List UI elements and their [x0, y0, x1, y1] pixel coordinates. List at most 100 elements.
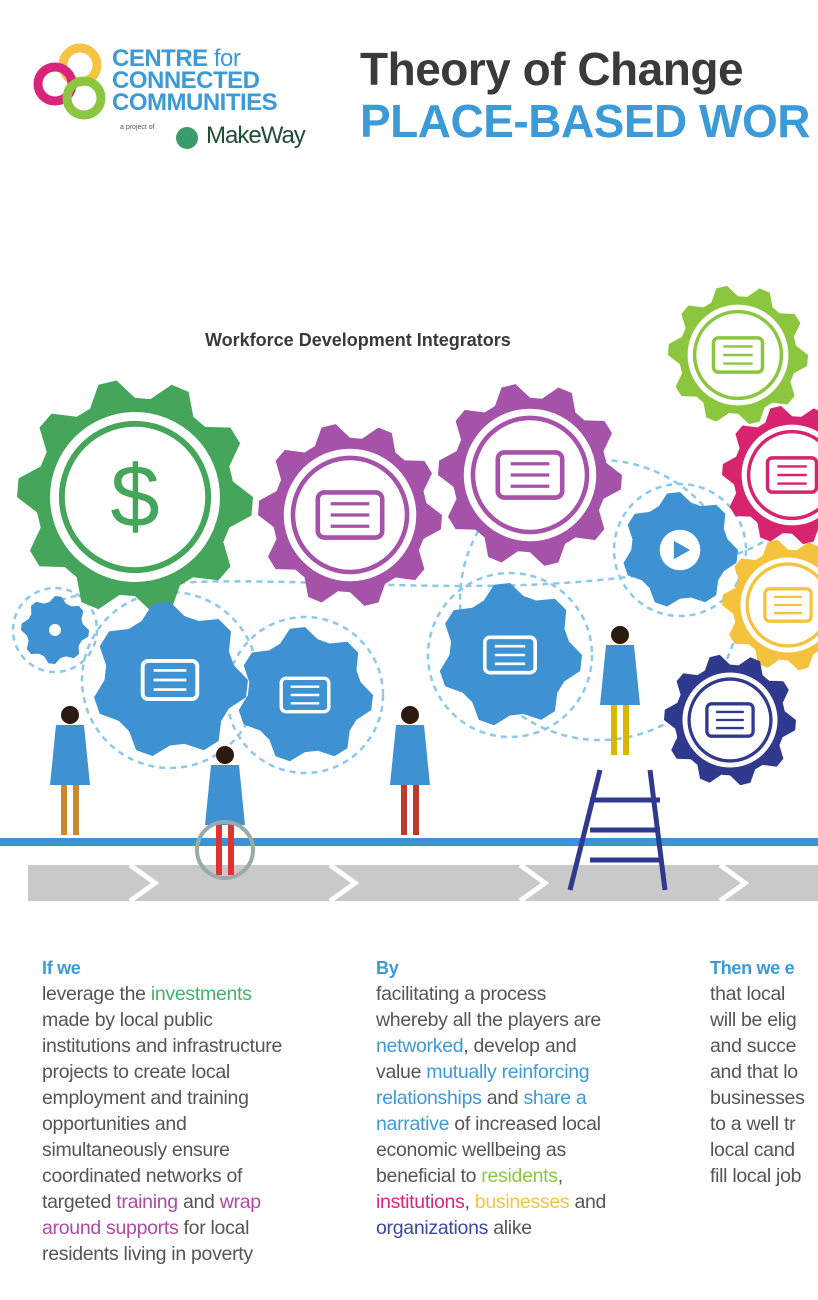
- key-icon: [711, 336, 765, 374]
- body-text: beneficial to: [376, 1165, 482, 1187]
- column-heading: Then we e: [710, 958, 795, 978]
- body-text: ,: [464, 1191, 475, 1213]
- highlighted-term: training: [116, 1191, 178, 1213]
- person-figure: [600, 626, 640, 755]
- body-text: and that lo: [710, 1061, 798, 1083]
- chevron-road: [28, 862, 818, 904]
- person-figure: [390, 706, 430, 835]
- column-if-we: If we leverage the investments made by loc…: [42, 955, 282, 1267]
- body-text: of increased local: [449, 1113, 601, 1135]
- logo-wordmark: CENTRE for CONNECTED COMMUNITIES: [112, 45, 278, 116]
- body-text: will be elig: [710, 1009, 797, 1031]
- svg-text:$: $: [110, 447, 159, 546]
- highlighted-term: businesses: [474, 1191, 570, 1213]
- handshake-gear: [238, 627, 373, 762]
- person-figure: [205, 746, 245, 875]
- body-text: leverage the: [42, 983, 151, 1005]
- dashed-connector: [11, 586, 99, 674]
- play-icon: [659, 529, 701, 571]
- body-text: and: [569, 1191, 607, 1213]
- page-subtitle: PLACE-BASED WOR: [360, 95, 810, 147]
- body-text: whereby all the players are: [376, 1009, 601, 1031]
- person-figure: [50, 706, 90, 835]
- chat-icon: [315, 490, 385, 540]
- logo-for: for: [213, 45, 241, 72]
- highlighted-term: organizations: [376, 1217, 489, 1239]
- small-gear: [21, 596, 89, 664]
- body-text: opportunities and: [42, 1113, 187, 1135]
- highlighted-term: networked: [376, 1035, 464, 1057]
- logo-line1: CENTRE: [112, 45, 208, 72]
- body-text: to a well tr: [710, 1113, 796, 1135]
- column-then-we: Then we e that local will be elig and succe…: [710, 955, 805, 1189]
- highlighted-term: mutually reinforcing: [426, 1061, 590, 1083]
- body-text: businesses: [710, 1087, 805, 1109]
- chat-gear: [258, 424, 442, 606]
- rings-logo-icon: [33, 43, 106, 120]
- makeway-text: MakeWay: [206, 122, 306, 149]
- play-gear: [623, 492, 738, 607]
- body-text: fill local job: [710, 1165, 802, 1187]
- column-heading: By: [376, 958, 399, 978]
- body-text: ,: [557, 1165, 563, 1187]
- highlighted-term: around supports: [42, 1217, 179, 1239]
- body-text: simultaneously ensure: [42, 1139, 230, 1161]
- highlighted-term: wrap: [219, 1191, 261, 1213]
- blue-line: [0, 838, 818, 846]
- body-text: local cand: [710, 1139, 795, 1161]
- logo-line3: COMMUNITIES: [112, 89, 278, 116]
- body-text: value: [376, 1061, 427, 1083]
- message-gear: [439, 583, 582, 726]
- body-text: facilitating a process: [376, 983, 547, 1005]
- key-gear: [668, 285, 808, 425]
- body-text: projects to create local: [42, 1061, 230, 1083]
- highlighted-term: relationships: [376, 1087, 482, 1109]
- highlighted-term: investments: [150, 983, 252, 1005]
- org-chart-gear: [664, 654, 796, 786]
- body-text: made by local public: [42, 1009, 213, 1031]
- body-text: and: [481, 1087, 524, 1109]
- dollar-gear: $: [17, 380, 253, 614]
- network-gear: [94, 602, 248, 756]
- dashed-connector: [612, 482, 748, 618]
- bank-icon: [765, 456, 818, 494]
- body-text: that local: [710, 983, 786, 1005]
- wheelchair: [195, 820, 255, 880]
- body-text: , develop and: [463, 1035, 577, 1057]
- ladder: [567, 769, 668, 891]
- highlighted-term: narrative: [376, 1113, 450, 1135]
- gears-illustration: $: [0, 285, 818, 904]
- logo-line2: CONNECTED: [112, 67, 260, 94]
- body-text: for local: [178, 1217, 250, 1239]
- body-text: institutions and infrastructure: [42, 1035, 282, 1057]
- makeway-icon: [176, 127, 198, 149]
- body-text: targeted: [42, 1191, 117, 1213]
- gear-icon: [49, 624, 61, 636]
- network-icon: [140, 658, 200, 702]
- handshake-icon: [279, 676, 331, 714]
- dollar-icon: $: [110, 447, 159, 546]
- illustration-subhead: Workforce Development Integrators: [205, 330, 511, 350]
- body-text: and: [177, 1191, 220, 1213]
- org-chart-icon: [705, 702, 755, 738]
- hands-gear: [438, 384, 622, 566]
- page-title: Theory of Change: [360, 43, 744, 95]
- column-heading: If we: [42, 958, 81, 978]
- highlighted-term: share a: [523, 1087, 587, 1109]
- makeway-logo: MakeWay: [176, 122, 306, 150]
- dashed-connector: [426, 571, 594, 739]
- institution-gear: [722, 405, 818, 545]
- body-text: and succe: [710, 1035, 797, 1057]
- body-text: residents living in poverty: [42, 1243, 253, 1265]
- column-by: By facilitating a process whereby all the …: [376, 955, 606, 1241]
- body-text: alike: [488, 1217, 532, 1239]
- highlighted-term: institutions: [376, 1191, 465, 1213]
- body-text: coordinated networks of: [42, 1165, 243, 1187]
- briefcase-gear: [722, 539, 818, 671]
- briefcase-icon: [763, 587, 813, 623]
- project-of-label: a project of: [120, 124, 155, 131]
- body-text: economic wellbeing as: [376, 1139, 566, 1161]
- hands-icon: [495, 450, 565, 500]
- body-text: employment and training: [42, 1087, 249, 1109]
- highlighted-term: residents: [481, 1165, 558, 1187]
